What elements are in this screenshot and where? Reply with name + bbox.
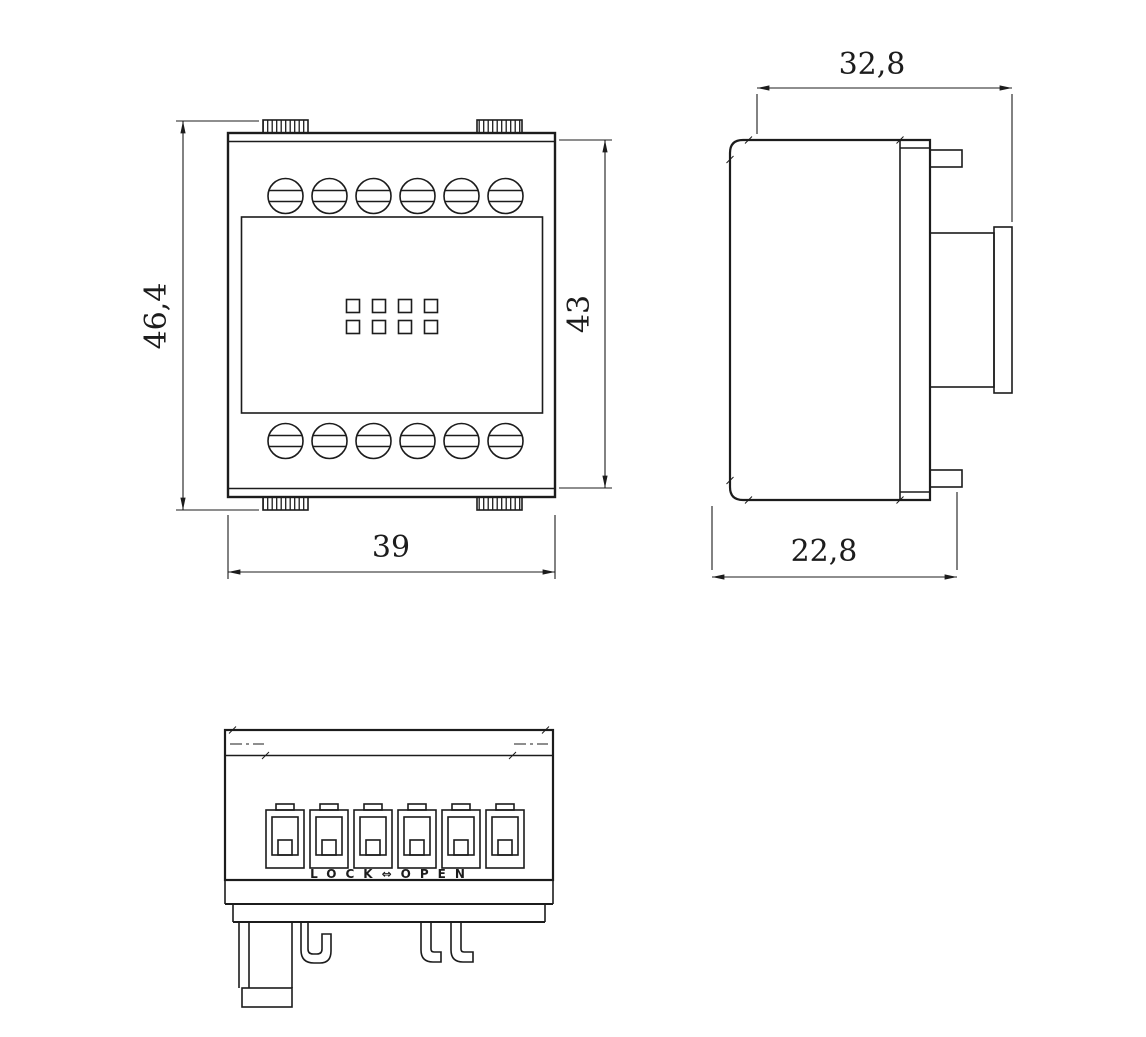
mounting-tab-bottom-right	[476, 496, 523, 511]
dim-front-overall-height: 46,4	[139, 120, 259, 511]
mounting-tab-bottom-left	[262, 496, 309, 511]
dimension-label-side-body-depth: 22,8	[791, 534, 858, 569]
indicator-window	[371, 298, 387, 314]
dim-front-body-height: 43	[559, 139, 612, 489]
dimension-label-front-body-height: 43	[562, 295, 597, 333]
indicator-window	[345, 319, 361, 335]
indicator-window	[345, 298, 361, 314]
dimension-label-front-overall-height: 46,4	[139, 283, 174, 350]
front-view	[226, 119, 557, 511]
edge-tick	[541, 726, 550, 734]
side-terminal-face	[993, 226, 1013, 394]
edge-tick	[508, 751, 517, 760]
din-clip-hook-left	[300, 922, 332, 964]
screw-terminal	[443, 422, 480, 460]
din-clip-hook-right-b	[450, 922, 474, 963]
indicator-window	[397, 319, 413, 335]
indicator-window	[423, 298, 439, 314]
side-view	[726, 136, 1013, 504]
mounting-tab-top-left	[262, 119, 309, 134]
edge-tick	[896, 496, 904, 504]
screw-terminal	[399, 422, 436, 460]
mounting-tab-top-right	[476, 119, 523, 134]
screw-terminal	[355, 177, 392, 215]
side-bottom-hook	[929, 469, 963, 488]
terminal-block	[397, 803, 437, 869]
screw-terminal	[311, 422, 348, 460]
side-body-outline	[728, 138, 932, 502]
screw-terminal	[267, 177, 304, 215]
edge-tick	[261, 751, 270, 760]
edge-tick	[726, 476, 734, 485]
side-top-hook	[929, 149, 963, 168]
screw-terminal	[399, 177, 436, 215]
bottom-view: LOCK⇔OPEN	[223, 726, 555, 1008]
side-terminal-block	[929, 232, 995, 388]
din-clip-slider	[241, 987, 293, 1008]
bottom-body-outline	[223, 728, 555, 882]
dimension-label-front-width: 39	[372, 530, 410, 565]
edge-tick	[744, 496, 753, 504]
edge-tick	[744, 136, 753, 144]
front-body-outline	[226, 131, 557, 499]
din-clip-marking-label: LOCK⇔OPEN	[310, 867, 474, 881]
edge-tick	[726, 155, 734, 164]
screw-terminal	[267, 422, 304, 460]
terminal-block	[353, 803, 393, 869]
dim-side-overall-depth: 32,8	[756, 47, 1013, 222]
din-clip-hook-right-a	[420, 922, 442, 963]
edge-tick	[228, 726, 237, 734]
indicator-window	[397, 298, 413, 314]
dim-front-width: 39	[227, 515, 556, 579]
terminal-block	[441, 803, 481, 869]
screw-terminal	[487, 422, 524, 460]
screw-terminal	[311, 177, 348, 215]
terminal-block	[309, 803, 349, 869]
front-label-panel	[240, 216, 544, 414]
indicator-window	[423, 319, 439, 335]
terminal-block	[265, 803, 305, 869]
terminal-block	[485, 803, 525, 869]
screw-terminal	[443, 177, 480, 215]
dimension-label-side-overall-depth: 32,8	[839, 47, 906, 82]
screw-terminal	[355, 422, 392, 460]
indicator-window	[371, 319, 387, 335]
screw-terminal	[487, 177, 524, 215]
edge-tick	[896, 136, 904, 144]
dim-side-body-depth: 22,8	[711, 492, 958, 580]
